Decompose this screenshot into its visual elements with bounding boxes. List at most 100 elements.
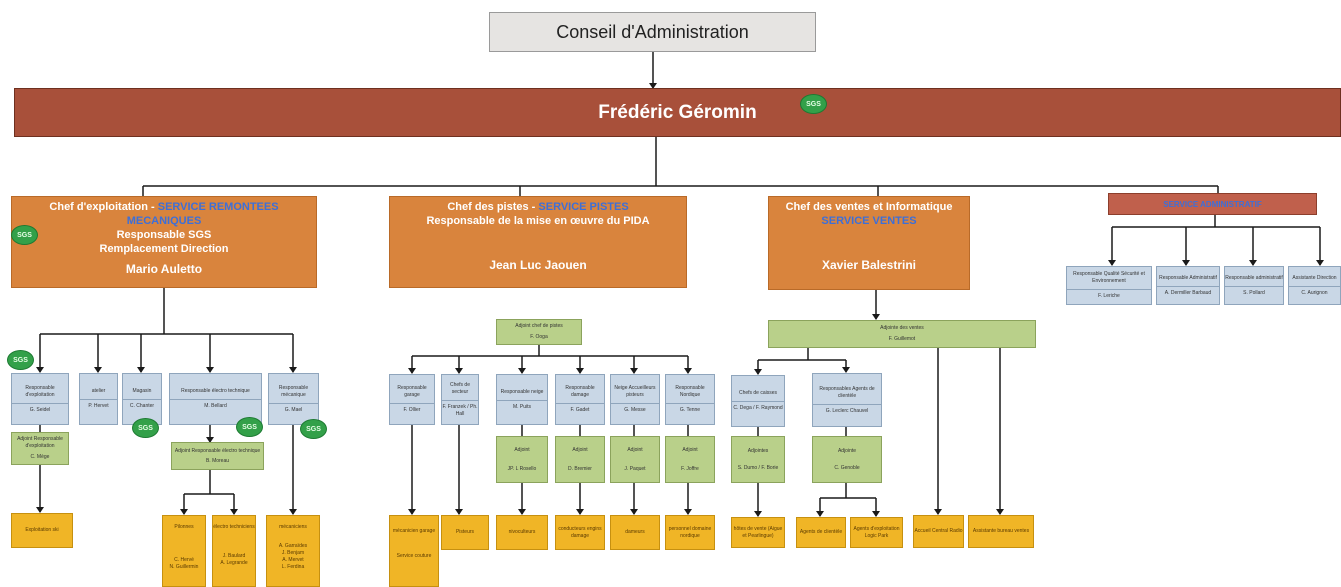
exploitation-person: G. Seidel bbox=[12, 402, 68, 414]
pistes-box: Responsable garage F. Ollier bbox=[389, 374, 435, 425]
exploitation-person: C. Chanter bbox=[123, 399, 161, 410]
exploitation-name: Mario Auletto bbox=[125, 262, 203, 276]
admin-role: Responsable administratif bbox=[1225, 274, 1283, 281]
ventes-top-role: Adjointe des ventes bbox=[880, 325, 924, 331]
pistes-yellow-box: personnel domaine nordique bbox=[665, 515, 715, 550]
admin-role: Assistante Direction bbox=[1292, 274, 1337, 281]
pistes-adjoint: Adjoint J. Paquet bbox=[610, 436, 660, 483]
exploitation-role: Magasin bbox=[132, 388, 152, 394]
yellow-label: Agents de clientèle bbox=[799, 529, 843, 535]
mecanique-sgs-badge: SGS bbox=[300, 419, 327, 439]
adjoint-person: C. Mège bbox=[30, 454, 50, 460]
pistes-top-role: Adjoint chef de pistes bbox=[515, 323, 563, 329]
yellow-label: nivoculteurs bbox=[508, 529, 536, 535]
exploitation-title: Chef d'exploitation bbox=[49, 201, 148, 213]
yellow-person: A. Mervet bbox=[282, 557, 304, 563]
magasin-sgs-badge: SGS bbox=[132, 418, 159, 438]
ventes-adjoint: Adjointes S. Dumo / F. Borie bbox=[731, 436, 785, 483]
exploitation-line2: Responsable SGS bbox=[116, 229, 212, 241]
pistes-role: Chefs de secteur bbox=[449, 381, 470, 395]
electro-sgs-badge: SGS bbox=[236, 417, 263, 437]
adjoint-person: J. Paquet bbox=[624, 465, 646, 472]
yellow-label: mécanicien garage bbox=[392, 528, 436, 534]
pistes-adjoint: Adjoint JP. L Rosello bbox=[496, 436, 548, 483]
adjoint-role: Adjoint Responsable d'exploitation bbox=[17, 436, 63, 449]
ventes-role: Responsables Agents de clientèle bbox=[819, 385, 875, 399]
yellow-label: Accueil Central Radio bbox=[914, 528, 963, 534]
pistes-person: G. Messe bbox=[611, 403, 659, 414]
ventes-title: Chef des ventes et Informatique bbox=[785, 201, 953, 213]
ventes-role: Chefs de caisses bbox=[738, 390, 778, 396]
ventes-person: G. Leclerc Chauvel bbox=[813, 403, 881, 415]
exploitation-yellow-box: mécaniciens A. Garraïdes J. Benjam A. Me… bbox=[266, 515, 320, 587]
pistes-person: G. Tenne bbox=[666, 403, 714, 414]
pistes-box: Responsable damage F. Gadet bbox=[555, 374, 605, 425]
board-box: Conseil d'Administration bbox=[489, 12, 816, 52]
adjoint-role: Adjoint bbox=[514, 446, 530, 453]
admin-person: A. Dermiller Barbaud bbox=[1157, 285, 1219, 297]
ventes-name: Xavier Balestrini bbox=[821, 258, 917, 272]
pistes-name: Jean Luc Jaouen bbox=[489, 258, 587, 272]
pistes-yellow-box: conducteurs engins damage bbox=[555, 515, 605, 550]
yellow-person: L. Ferdina bbox=[281, 564, 305, 570]
pistes-role: Responsable Nordique bbox=[675, 385, 705, 398]
board-label: Conseil d'Administration bbox=[556, 21, 749, 42]
adjoint-person: JP. L Rosello bbox=[507, 465, 537, 472]
pistes-role: Responsable garage bbox=[397, 385, 427, 398]
pistes-title: Chef des pistes bbox=[447, 201, 529, 213]
yellow-label: Pilonnes bbox=[174, 524, 194, 530]
ventes-yellow-box: Assistante bureau ventes bbox=[968, 515, 1034, 548]
adjoint-role: Adjoint bbox=[682, 446, 698, 453]
exploitation-yellow-box: Pilonnes C. Hervé N. Guillermin bbox=[162, 515, 206, 587]
adjoint-person: D. Bremier bbox=[568, 465, 592, 472]
adjoint-person: C. Genoble bbox=[834, 464, 860, 471]
ventes-service: SERVICE VENTES bbox=[821, 215, 917, 227]
yellow-label: personnel domaine nordique bbox=[668, 525, 712, 539]
exploitation-line3: Remplacement Direction bbox=[99, 243, 229, 255]
pistes-yellow-box: dameurs bbox=[610, 515, 660, 550]
exploitation-adjoint2: Adjoint Responsable électro technique B.… bbox=[171, 442, 264, 470]
adjoint-role: Adjointe bbox=[837, 447, 857, 454]
admin-role: Responsable Administratif bbox=[1159, 274, 1217, 281]
ventes-box: Chefs de caisses C. Dega / F. Raymond bbox=[731, 375, 785, 427]
pistes-service: SERVICE PISTES bbox=[538, 201, 629, 213]
admin-box: Assistante Direction C. Aurignon bbox=[1288, 266, 1341, 305]
yellow-person: C. Hervé bbox=[174, 557, 194, 563]
yellow-label: Exploitation ski bbox=[25, 527, 59, 533]
exploitation-box: Magasin C. Chanter bbox=[122, 373, 162, 425]
admin-box: Responsable Administratif A. Dermiller B… bbox=[1156, 266, 1220, 305]
ventes-box: Responsables Agents de clientèle G. Lecl… bbox=[812, 373, 882, 427]
yellow-label: conducteurs engins damage bbox=[558, 525, 602, 539]
manager-pistes: Chef des pistes - SERVICE PISTES Respons… bbox=[389, 196, 687, 288]
pistes-role: Neige Accueilleurs pisteurs bbox=[614, 385, 656, 398]
adjoint-role: Adjointes bbox=[747, 447, 769, 454]
yellow-person: A. Legrande bbox=[220, 560, 248, 566]
pistes-role: Responsable neige bbox=[500, 388, 544, 395]
pistes-box: Responsable neige M. Puits bbox=[496, 374, 548, 425]
exploitation-role: atelier bbox=[91, 388, 106, 394]
pistes-person: M. Puits bbox=[497, 399, 547, 411]
pistes-person: F. Franzek / Ph. Hall bbox=[442, 399, 478, 418]
pistes-role: Responsable damage bbox=[565, 385, 595, 398]
yellow-label: mécaniciens bbox=[279, 524, 307, 530]
ventes-top-person: F. Guillemot bbox=[888, 336, 916, 342]
pistes-line2: Responsable de la mise en œuvre du PIDA bbox=[426, 215, 650, 227]
ventes-top-box: Adjointe des ventes F. Guillemot bbox=[768, 320, 1036, 348]
yellow-person: J. Benjam bbox=[281, 550, 305, 556]
admin-box: Responsable administratif S. Pollard bbox=[1224, 266, 1284, 305]
admin-box: Responsable Qualité Sécurité et Environn… bbox=[1066, 266, 1152, 305]
pistes-yellow-box: nivoculteurs bbox=[496, 515, 548, 550]
exploitation-box: Responsable électro technique M. Bellard bbox=[169, 373, 262, 425]
manager-exploitation: Chef d'exploitation - SERVICE REMONTEES … bbox=[11, 196, 317, 288]
admin-person: S. Pollard bbox=[1225, 285, 1283, 297]
exploitation-service: SERVICE REMONTEES MECANIQUES bbox=[126, 201, 279, 227]
exploitation-yellow-box: Exploitation ski bbox=[11, 513, 73, 548]
director-box: Frédéric Géromin bbox=[14, 88, 1341, 137]
ventes-yellow-box: Accueil Central Radio bbox=[913, 515, 964, 548]
adjoint-role: Adjoint Responsable électro technique bbox=[174, 447, 261, 454]
ventes-yellow-box: Agents d'exploitation Logic Park bbox=[850, 517, 903, 548]
pistes-top-box: Adjoint chef de pistes F. Ooga bbox=[496, 319, 582, 345]
yellow-label: Assistante bureau ventes bbox=[972, 528, 1030, 534]
yellow-person: J. Baulard bbox=[222, 553, 246, 559]
